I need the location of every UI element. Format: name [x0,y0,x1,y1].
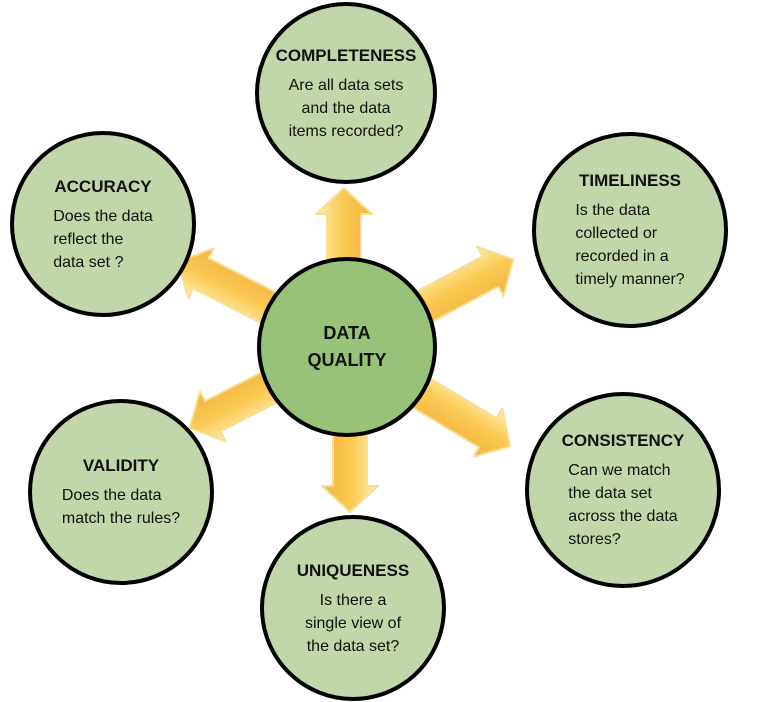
desc-line: Is there a [319,591,387,609]
accuracy-description: Does the data reflect the data set ? [53,205,153,274]
validity-title: VALIDITY [82,456,160,475]
node-validity: VALIDITY Does the data match the rules? [28,399,214,585]
desc-line: timely manner? [575,271,685,288]
node-consistency: CONSISTENCY Can we match the data set ac… [525,392,721,588]
completeness-title: COMPLETENESS [275,45,417,65]
node-timeliness: TIMELINESS Is the data collected or reco… [532,132,728,328]
desc-line: Is the data [575,202,651,219]
completeness-description: Are all data sets and the data items rec… [289,74,404,143]
desc-line: Can we match [568,462,671,479]
center-title-line: DATA [323,323,371,343]
desc-line: Are all data sets [288,76,404,94]
arrow-center-to-consistency-icon [405,373,512,458]
consistency-title: CONSISTENCY [561,431,685,450]
uniqueness-title: UNIQUENESS [296,560,410,580]
arrow-center-to-validity-icon [188,367,285,443]
desc-line: Does the data [61,487,162,504]
desc-line: Does the data [53,207,153,225]
desc-line: stores? [568,531,621,548]
desc-line: match the rules? [61,510,181,527]
validity-description: Does the data match the rules? [62,484,180,530]
arrow-center-to-timeliness-icon [409,245,515,327]
center-title-line: QUALITY [307,350,387,370]
desc-line: reflect the [53,230,124,248]
desc-line: collected or [575,225,658,242]
center-title: DATA QUALITY [308,320,387,374]
timeliness-description: Is the data collected or recorded in a t… [575,199,684,291]
desc-line: the data set? [306,637,400,655]
desc-line: recorded in a [575,248,669,265]
arrow-center-to-uniqueness-icon [321,426,379,513]
consistency-description: Can we match the data set across the dat… [568,459,677,551]
node-accuracy: ACCURACY Does the data reflect the data … [10,131,196,317]
desc-line: across the data [568,508,678,525]
desc-line: and the data [301,99,391,117]
desc-line: data set ? [53,253,124,271]
desc-line: single view of [304,614,402,632]
node-uniqueness: UNIQUENESS Is there a single view of the… [260,515,446,701]
arrow-center-to-accuracy-icon [176,247,284,328]
node-data-quality-center: DATA QUALITY [257,257,437,437]
arrow-center-to-completeness-icon [315,187,373,268]
accuracy-title: ACCURACY [54,176,152,196]
timeliness-title: TIMELINESS [578,171,681,190]
uniqueness-description: Is there a single view of the data set? [305,589,401,658]
desc-line: items recorded? [288,122,404,140]
node-completeness: COMPLETENESS Are all data sets and the d… [255,2,437,184]
desc-line: the data set [568,485,652,502]
